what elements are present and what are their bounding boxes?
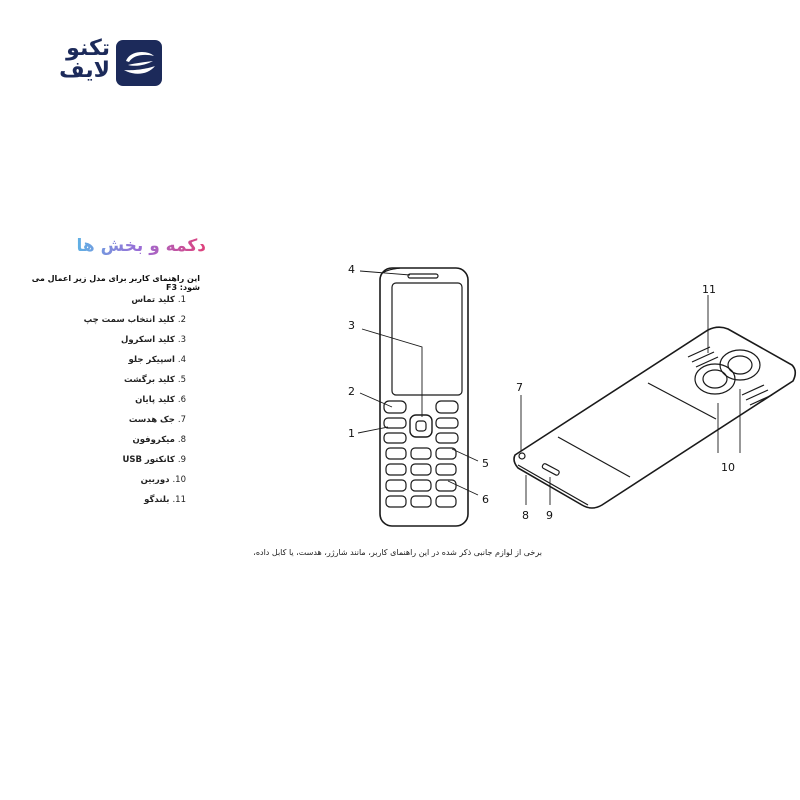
callout-1: 1 <box>348 427 355 440</box>
list-item: 3.کلید اسکرول <box>120 335 186 345</box>
list-item: 11.بلندگو <box>144 495 186 505</box>
brand-logo-icon <box>116 40 162 86</box>
list-item: 8.میکروفون <box>132 435 186 445</box>
front-speaker-slot <box>407 273 439 279</box>
brand-logo-text: تکنو لایف <box>30 38 110 82</box>
callout-8: 8 <box>522 509 529 522</box>
model-intro-text: این راهنمای کاربر برای مدل زیر اعمال می … <box>31 274 200 292</box>
callout-7: 7 <box>516 381 523 394</box>
brand-name-line1: تکنو <box>66 36 110 61</box>
callout-11: 11 <box>702 283 716 296</box>
callout-5: 5 <box>482 457 489 470</box>
section-title: دکمه و بخش ها <box>60 236 206 256</box>
list-item: 5.کلید برگشت <box>124 375 186 385</box>
list-item: 4.اسپیکر جلو <box>128 355 186 365</box>
usb-port <box>541 463 560 476</box>
phone-diagram-svg: 4 3 2 1 5 6 7 8 9 11 10 <box>348 263 797 527</box>
callout-10: 10 <box>721 461 735 474</box>
list-item: 9.کانکتور USB <box>122 455 186 465</box>
nav-scroll-key <box>409 414 433 438</box>
list-item: 6.کلید پایان <box>135 395 186 405</box>
list-item: 10.دوربین <box>140 475 186 485</box>
phone-back-view <box>513 326 797 509</box>
parts-list: 1.کلید تماس 2.کلید انتخاب سمت چپ 3.کلید … <box>20 294 186 514</box>
callout-4: 4 <box>348 263 355 276</box>
callout-9: 9 <box>546 509 553 522</box>
list-item: 1.کلید تماس <box>131 295 186 305</box>
list-item: 2.کلید انتخاب سمت چپ <box>83 315 186 325</box>
phone-front-view <box>379 267 469 527</box>
phone-diagram: 4 3 2 1 5 6 7 8 9 11 10 <box>330 255 800 545</box>
headset-jack <box>518 452 526 460</box>
callout-6: 6 <box>482 493 489 506</box>
callout-3: 3 <box>348 319 355 332</box>
callout-2: 2 <box>348 385 355 398</box>
list-item: 7.جک هدست <box>128 415 186 425</box>
brand-name-line2: لایف <box>59 58 110 83</box>
accessories-footnote: برخی از لوازم جانبی ذکر شده در این راهنم… <box>253 548 542 557</box>
